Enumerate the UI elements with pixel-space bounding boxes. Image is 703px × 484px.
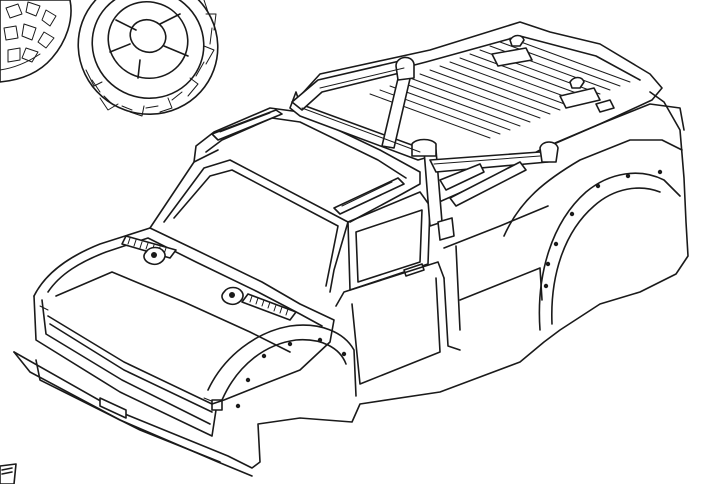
roll-cage — [289, 56, 559, 241]
roof-light-rear — [333, 177, 405, 215]
manual-corner-icon — [0, 463, 17, 484]
wheel-right-partial — [77, 0, 219, 117]
wheel-left-partial — [0, 0, 72, 83]
hood-vent-left — [121, 235, 177, 266]
roof-light-front — [211, 109, 283, 141]
truck-body — [13, 91, 689, 477]
hood-vent-right — [221, 286, 297, 321]
